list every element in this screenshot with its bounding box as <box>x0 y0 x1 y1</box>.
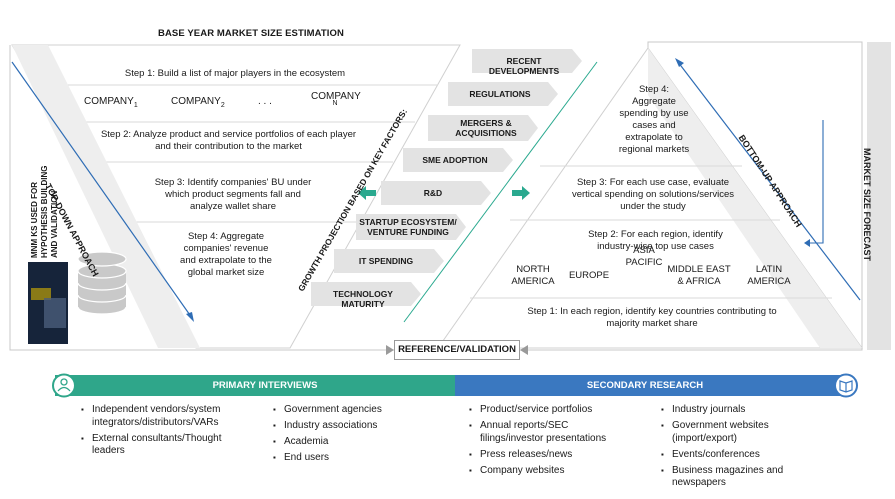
list-item: Independent vendors/system integrators/d… <box>81 404 250 429</box>
list-item: End users <box>273 452 422 465</box>
primary-banner <box>55 375 455 396</box>
factor-sme-adoption: SME ADOPTION <box>422 155 488 165</box>
top-down-arrow-line <box>11 61 193 319</box>
company-2: COMPANY2 <box>171 96 225 109</box>
td-step-1: Step 1: Build a list of major players in… <box>124 68 346 79</box>
factor-startup: STARTUP ECOSYSTEM/ VENTURE FUNDING <box>359 217 457 237</box>
right-teal-arrow <box>512 186 530 200</box>
td-step-2: Step 2: Analyze product and service port… <box>100 129 357 152</box>
company-1: COMPANY1 <box>84 96 138 109</box>
forecast-connector <box>808 120 824 244</box>
ref-right-arrowhead <box>520 345 528 355</box>
list-item: Press releases/news <box>469 449 628 462</box>
factor-arrow-5 <box>381 181 491 205</box>
primary-list-2: Government agencies Industry association… <box>272 404 422 468</box>
list-item: Government agencies <box>273 404 422 417</box>
bottom-up-band <box>648 48 862 348</box>
factor-arrows <box>311 49 582 306</box>
mnm-side-label: MNM KS USED FOR HYPOTHESIS BUILDING AND … <box>30 165 59 258</box>
factor-it-spending: IT SPENDING <box>358 256 414 266</box>
factor-arrow-6 <box>356 214 466 240</box>
primary-interviews-title: PRIMARY INTERVIEWS <box>212 380 318 391</box>
region-asia-pacific: ASIA PACIFIC <box>625 245 663 268</box>
secondary-list-1: Product/service portfolios Annual report… <box>468 404 628 481</box>
bottom-up-arrowhead <box>675 58 684 67</box>
market-size-forecast-label: MARKET SIZE FORECAST <box>862 148 872 262</box>
person-icon-head <box>60 378 68 386</box>
factor-arrow-3 <box>428 115 538 141</box>
list-item: Industry journals <box>661 404 810 417</box>
region-europe: EUROPE <box>568 270 610 281</box>
factor-mergers: MERGERS & ACQUISITIONS <box>455 118 517 138</box>
person-icon-body <box>57 386 71 392</box>
left-frame <box>9 45 395 351</box>
factor-arrow-4 <box>403 148 513 172</box>
book-icon <box>839 380 853 393</box>
list-item: Government websites (import/export) <box>661 420 810 445</box>
bu-step-2: Step 2: For each region, identify indust… <box>588 229 723 252</box>
list-item: Business magazines and newspapers <box>661 465 810 490</box>
list-item: Company websites <box>469 465 628 478</box>
top-down-arrowhead <box>186 312 194 322</box>
list-item: Events/conferences <box>661 449 810 462</box>
region-latin-america: LATIN AMERICA <box>747 264 791 287</box>
forecast-bar <box>867 42 891 350</box>
secondary-research-title: SECONDARY RESEARCH <box>586 380 704 391</box>
factor-arrow-7 <box>334 249 444 273</box>
secondary-banner <box>455 375 847 396</box>
factor-arrow-8 <box>311 282 421 306</box>
bu-step-1: Step 1: In each region, identify key cou… <box>527 306 777 329</box>
region-north-america: NORTH AMERICA <box>511 264 555 287</box>
factor-rnd: R&D <box>423 188 443 198</box>
right-frame <box>520 41 863 351</box>
left-teal-arrow <box>358 186 376 200</box>
region-mea: MIDDLE EAST & AFRICA <box>667 264 731 287</box>
factor-technology-maturity: TECHNOLOGY MATURITY <box>333 289 393 309</box>
factor-arrow-2 <box>448 82 558 106</box>
factor-arrow-1 <box>472 49 582 73</box>
list-item: Industry associations <box>273 420 422 433</box>
ref-left-arrowhead <box>386 345 394 355</box>
list-item: Annual reports/SEC filings/investor pres… <box>469 420 628 445</box>
factor-recent-developments: RECENT DEVELOPMENTS <box>488 56 560 76</box>
list-item: Academia <box>273 436 422 449</box>
reference-validation-box: REFERENCE/VALIDATION <box>394 340 520 360</box>
forecast-connector-head <box>804 239 810 247</box>
company-ellipsis: . . . <box>258 96 272 107</box>
growth-guide-line <box>403 61 598 323</box>
list-item: External consultants/Thought leaders <box>81 433 250 458</box>
database-icon <box>77 251 127 315</box>
td-step-4: Step 4: Aggregate companies' revenue and… <box>180 231 272 278</box>
primary-list-1: Independent vendors/system integrators/d… <box>80 404 250 461</box>
bottom-up-arrow-line <box>677 61 861 301</box>
bu-step-4: Step 4: Aggregate spending by use cases … <box>618 84 690 155</box>
secondary-list-2: Industry journals Government websites (i… <box>660 404 810 493</box>
list-item: Product/service portfolios <box>469 404 628 417</box>
base-year-title: BASE YEAR MARKET SIZE ESTIMATION <box>158 28 345 39</box>
bu-step-3: Step 3: For each use case, evaluate vert… <box>571 177 735 212</box>
td-step-3: Step 3: Identify companies' BU under whi… <box>154 177 312 212</box>
factor-regulations: REGULATIONS <box>469 89 531 99</box>
